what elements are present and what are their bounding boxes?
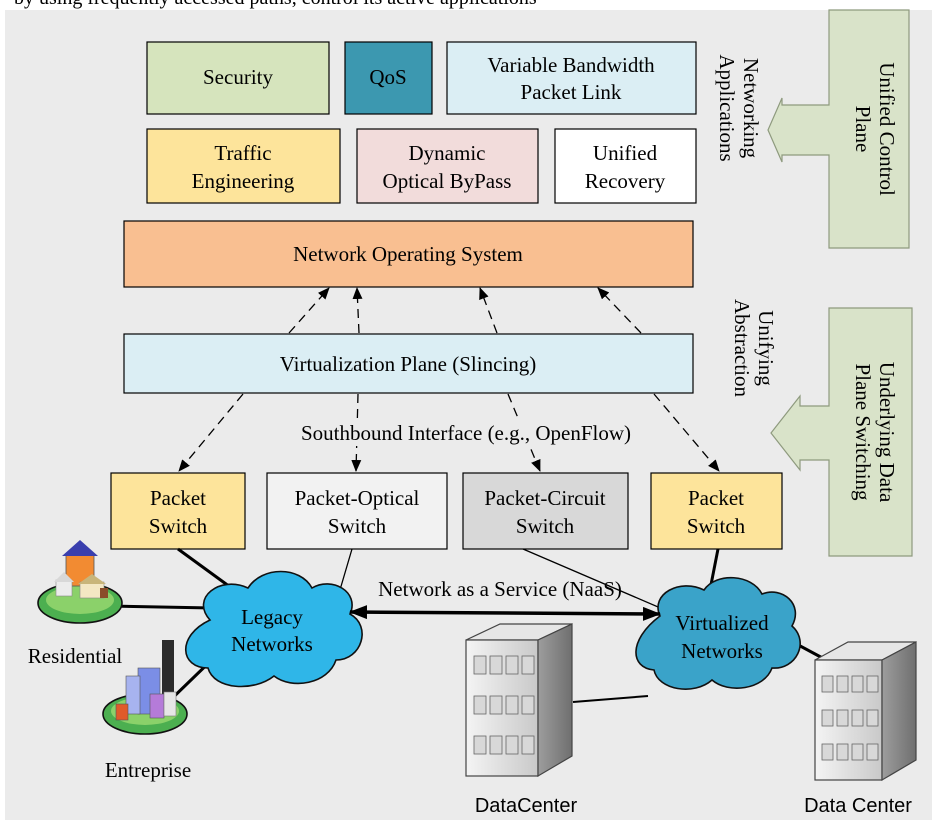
link-residential-legacy: [107, 604, 213, 610]
unified-recovery-label-line2: Recovery: [585, 169, 666, 193]
caption-strip: [0, 0, 937, 10]
unified-control-plane-label-line2: Plane: [851, 106, 875, 153]
packet-optical-switch-label-line1: Packet-Optical: [295, 486, 420, 510]
dashed-arrows-upper: [288, 287, 642, 334]
packet-optical-switch-label-line2: Switch: [328, 514, 387, 538]
traffic-engineering-label-line1: Traffic: [214, 141, 271, 165]
arrow-vp-to-nos-2: [352, 287, 363, 334]
unified-control-plane-label-line1: Unified Control: [875, 62, 899, 196]
naas-label: Network as a Service (NaaS): [378, 577, 622, 601]
datacenter-1-label: DataCenter: [475, 795, 578, 817]
underlying-data-plane-label-line1: Underlying Data: [875, 362, 899, 503]
security-label: Security: [203, 65, 273, 89]
enterprise-icon: [102, 640, 188, 735]
unifying-abstraction-label-line1: Unifying: [754, 310, 778, 386]
network-operating-system-label: Network Operating System: [293, 242, 523, 266]
residential-label: Residential: [28, 644, 123, 668]
virtualization-plane-box: Virtualization Plane (Slincing): [123, 333, 694, 394]
virtualization-plane-label: Virtualization Plane (Slincing): [280, 352, 537, 376]
naas-double-arrow: [349, 605, 661, 621]
virtualized-networks-label-line1: Virtualized: [675, 611, 769, 635]
arrow-vp-to-nos-3: [479, 287, 498, 334]
qos-label: QoS: [369, 65, 406, 89]
arrow-vp-to-packet-switch-1: [178, 393, 244, 472]
virtualized-networks-cloud: Virtualized Networks: [635, 576, 801, 690]
legacy-networks-cloud: Legacy Networks: [184, 570, 363, 688]
variable-bandwidth-box: Variable Bandwidth Packet Link: [446, 41, 697, 115]
unifying-abstraction-label-line2: Abstraction: [730, 299, 754, 397]
packet-switch-1-label-line1: Packet: [150, 486, 206, 510]
entreprise-label: Entreprise: [105, 758, 191, 782]
packet-switch-1-box: Packet Switch: [110, 472, 246, 550]
qos-box: QoS: [344, 41, 433, 115]
traffic-engineering-box: Traffic Engineering: [146, 128, 341, 204]
legacy-networks-label-line2: Networks: [231, 632, 313, 656]
datacenter-2-server-icon: [814, 641, 917, 782]
packet-switch-2-label-line1: Packet: [688, 486, 744, 510]
traffic-engineering-label-line2: Engineering: [192, 169, 295, 193]
virtualized-networks-label-line2: Networks: [681, 639, 763, 663]
legacy-networks-label-line1: Legacy: [241, 605, 303, 629]
packet-switch-1-label-line2: Switch: [149, 514, 208, 538]
networking-applications-label-line2: Applications: [715, 54, 739, 161]
network-operating-system-box: Network Operating System: [123, 220, 694, 288]
unified-recovery-label-line1: Unified: [593, 141, 658, 165]
packet-circuit-switch-label-line2: Switch: [516, 514, 575, 538]
variable-bandwidth-label-line2: Packet Link: [521, 80, 622, 104]
dynamic-optical-bypass-label-line2: Optical ByPass: [383, 169, 512, 193]
packet-switch-2-box: Packet Switch: [650, 472, 783, 550]
packet-circuit-switch-label-line1: Packet-Circuit: [484, 486, 605, 510]
arrow-vp-to-nos-4: [597, 287, 642, 334]
packet-switch-2-label-line2: Switch: [687, 514, 746, 538]
dynamic-optical-bypass-box: Dynamic Optical ByPass: [356, 128, 539, 204]
packet-circuit-switch-box: Packet-Circuit Switch: [462, 472, 629, 550]
underlying-data-plane-label-line2: Plane Switching: [851, 363, 875, 501]
networking-applications-label-line1: Networking: [739, 58, 763, 159]
arrow-vp-to-nos-1: [288, 287, 330, 334]
variable-bandwidth-label-line1: Variable Bandwidth: [487, 53, 655, 77]
underlying-data-plane-arrow: [770, 307, 913, 557]
cropped-caption: by using frequently accessed paths, cont…: [14, 0, 537, 9]
security-box: Security: [146, 41, 330, 115]
unified-recovery-box: Unified Recovery: [554, 128, 697, 204]
southbound-interface-label: Southbound Interface (e.g., OpenFlow): [301, 421, 631, 445]
link-datacenter1-virtualized: [572, 695, 649, 703]
datacenter-2-label: Data Center: [804, 795, 912, 817]
dynamic-optical-bypass-label-line1: Dynamic: [409, 141, 486, 165]
unified-control-plane-arrow: [767, 9, 910, 249]
southbound-label-bg: [264, 420, 668, 446]
residential-icon: [37, 540, 123, 624]
arrow-vp-to-packet-switch-2: [653, 393, 720, 472]
datacenter-1-server-icon: [465, 623, 573, 778]
packet-optical-switch-box: Packet-Optical Switch: [266, 472, 448, 550]
